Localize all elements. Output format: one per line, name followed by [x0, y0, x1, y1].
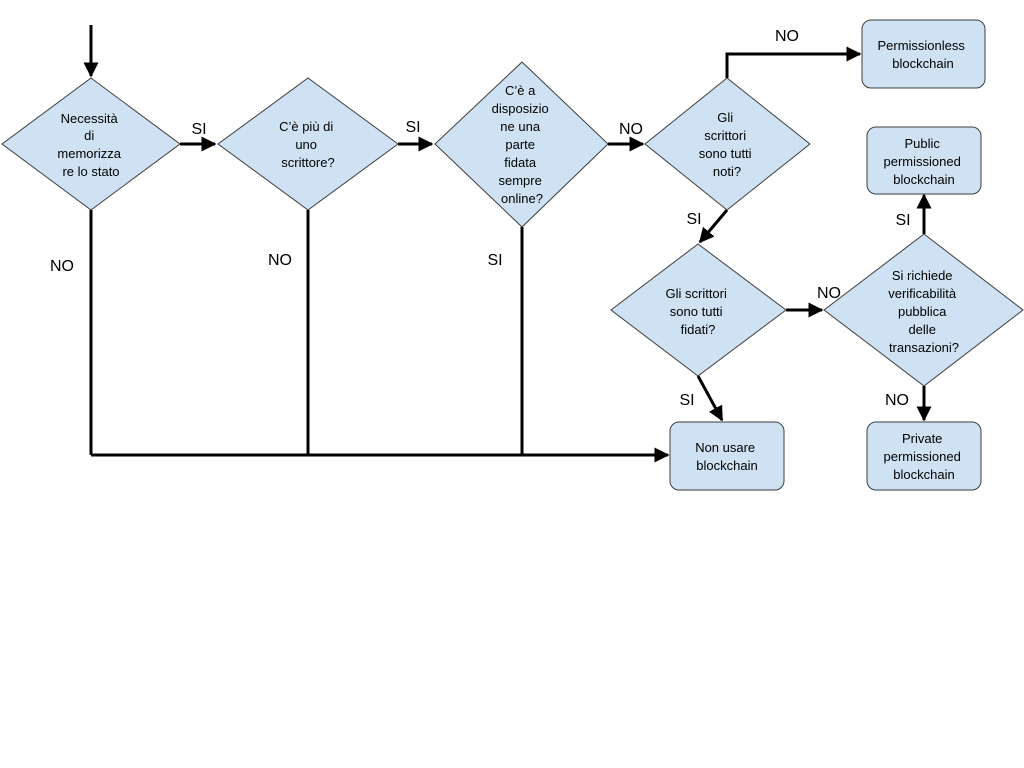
decision-state-line-3: memorizza	[57, 146, 121, 161]
edge-label-trusted-party-down: SI	[487, 252, 502, 269]
decision-trusted-party-line-7: online?	[501, 191, 543, 206]
edge-label-known-permissionless: NO	[775, 28, 799, 45]
decision-writers-trusted-line-2: sono tutti	[670, 304, 723, 319]
decision-state: Necessità di memorizza re lo stato	[1, 77, 181, 211]
connector-trusted-none	[696, 375, 724, 422]
edge-label-trusted-verif: NO	[817, 285, 841, 302]
terminal-private-permissioned-line-3: blockchain	[893, 467, 954, 482]
terminal-no-blockchain: Non usare blockchain	[669, 421, 785, 491]
connector-known-permissionless	[725, 46, 862, 78]
decision-writers-known-line-2: scrittori	[704, 128, 746, 143]
edge-labels: SI NO SI NO NO SI NO SI NO SI SI NO	[50, 28, 911, 409]
decision-writers-known-line-1: Gli	[717, 110, 733, 125]
decision-state-line-4: re lo stato	[62, 164, 119, 179]
edge-label-writers-down: NO	[268, 252, 292, 269]
terminal-private-permissioned: Private permissioned blockchain	[866, 421, 982, 491]
decision-writers-trusted-label: Gli scrittori sono tutti fidati?	[665, 286, 730, 337]
decision-trusted-party-line-4: parte	[505, 137, 535, 152]
decision-state-line-1: Necessità	[61, 111, 119, 126]
terminal-no-blockchain-shape	[669, 421, 785, 491]
edge-label-verif-private: NO	[885, 392, 909, 409]
terminal-no-blockchain-line-2: blockchain	[696, 458, 757, 473]
terminal-public-permissioned-shape	[866, 126, 982, 195]
decision-public-verifiability-line-3: pubblica	[898, 304, 947, 319]
decision-writers-known-line-4: noti?	[713, 164, 741, 179]
terminal-permissionless-line-2: blockchain	[892, 56, 953, 71]
decision-trusted-party: C’è a disposizio ne una parte fidata sem…	[434, 61, 609, 228]
decision-writers-known-line-3: sono tutti	[699, 146, 752, 161]
decision-state-label: Necessità di memorizza re lo stato	[57, 111, 124, 179]
decision-writers-line-1: C’è più di	[279, 119, 333, 134]
terminal-private-permissioned-shape	[866, 421, 982, 491]
edge-label-trusted-party-known: NO	[619, 121, 643, 138]
decision-public-verifiability-line-2: verificabilità	[888, 286, 957, 301]
terminal-private-permissioned-line-1: Private	[902, 431, 942, 446]
edge-label-state-down: NO	[50, 258, 74, 275]
terminal-public-permissioned-line-2: permissioned	[884, 154, 961, 169]
terminal-permissionless-shape	[861, 19, 986, 89]
terminal-no-blockchain-label: Non usare blockchain	[695, 440, 759, 473]
decision-state-line-2: di	[84, 128, 94, 143]
terminal-permissionless-label: Permissionless blockchain	[877, 38, 968, 71]
decision-writers-shape	[217, 77, 399, 211]
connectors	[83, 25, 932, 463]
terminal-permissionless-line-1: Permissionless	[877, 38, 965, 53]
decision-trusted-party-shape	[434, 61, 609, 228]
decision-public-verifiability-label: Si richiede verificabilità pubblica dell…	[888, 268, 960, 355]
edge-label-state-writers: SI	[191, 121, 206, 138]
decision-writers-known: Gli scrittori sono tutti noti?	[644, 77, 811, 211]
decision-public-verifiability-shape	[823, 233, 1024, 387]
connector-known-trusted	[698, 209, 729, 244]
decision-writers: C’è più di uno scrittore?	[217, 77, 399, 211]
decision-trusted-party-line-2: disposizio	[492, 101, 549, 116]
edge-label-known-trusted: SI	[686, 211, 701, 228]
decision-trusted-party-label: C’è a disposizio ne una parte fidata sem…	[492, 83, 553, 206]
terminal-public-permissioned-line-3: blockchain	[893, 172, 954, 187]
edge-label-verif-public: SI	[895, 212, 910, 229]
decision-writers-trusted-shape	[610, 243, 787, 377]
decision-public-verifiability-line-1: Si richiede	[892, 268, 953, 283]
decision-writers-known-label: Gli scrittori sono tutti noti?	[699, 110, 755, 179]
decision-public-verifiability-line-5: transazioni?	[889, 340, 959, 355]
decision-writers-line-2: uno	[295, 137, 317, 152]
decision-writers-line-3: scrittore?	[281, 155, 334, 170]
edge-label-writers-trusted-party: SI	[405, 119, 420, 136]
decision-trusted-party-line-1: C’è a	[505, 83, 536, 98]
terminal-public-permissioned-label: Public permissioned blockchain	[884, 136, 965, 187]
decision-trusted-party-line-5: fidata	[504, 155, 537, 170]
terminal-public-permissioned: Public permissioned blockchain	[866, 126, 982, 195]
terminal-private-permissioned-label: Private permissioned blockchain	[884, 431, 965, 482]
decision-writers-trusted-line-3: fidati?	[681, 322, 716, 337]
decision-trusted-party-line-3: ne una	[500, 119, 541, 134]
terminal-public-permissioned-line-1: Public	[904, 136, 940, 151]
edge-label-trusted-none: SI	[679, 392, 694, 409]
decision-writers-trusted: Gli scrittori sono tutti fidati?	[610, 243, 787, 377]
decision-writers-label: C’è più di uno scrittore?	[279, 119, 337, 170]
terminal-permissionless: Permissionless blockchain	[861, 19, 986, 89]
terminal-private-permissioned-line-2: permissioned	[884, 449, 961, 464]
decision-writers-known-shape	[644, 77, 811, 211]
decision-state-shape	[1, 77, 181, 211]
decision-public-verifiability: Si richiede verificabilità pubblica dell…	[823, 233, 1024, 387]
decision-trusted-party-line-6: sempre	[499, 173, 542, 188]
decision-writers-trusted-line-1: Gli scrittori	[665, 286, 727, 301]
decision-public-verifiability-line-4: delle	[908, 322, 935, 337]
terminal-no-blockchain-line-1: Non usare	[695, 440, 755, 455]
